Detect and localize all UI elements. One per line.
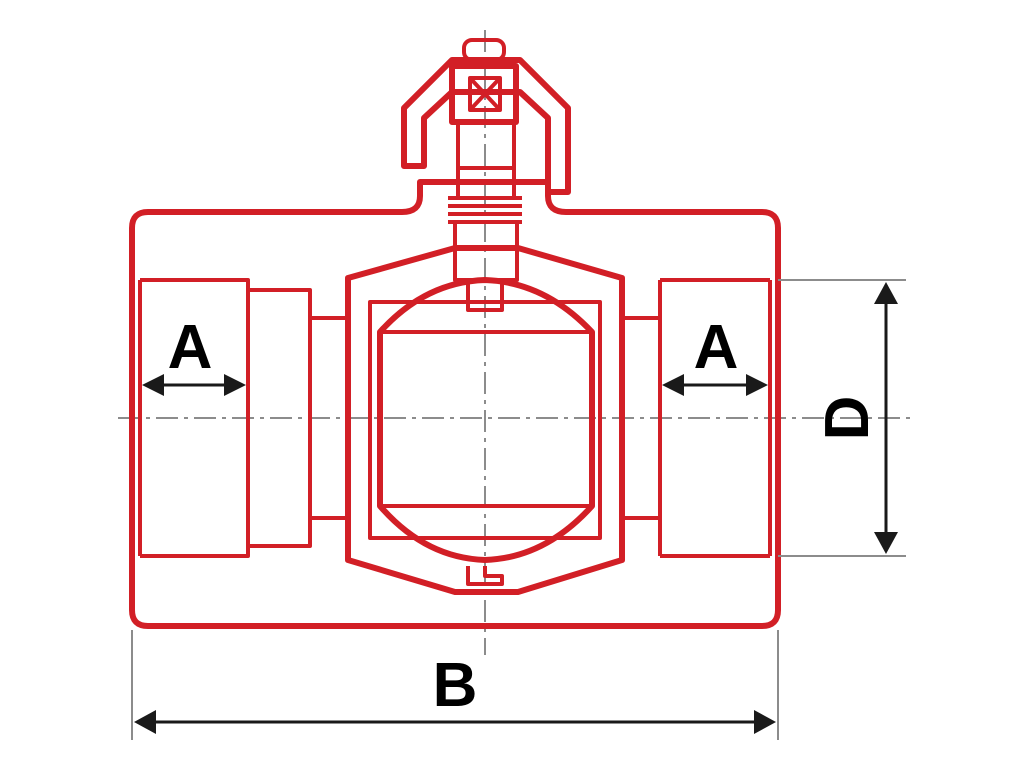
handle-stem-body xyxy=(456,120,516,170)
dim-d-arrow-bottom xyxy=(874,532,898,554)
right-passage xyxy=(622,316,660,520)
ball-bore xyxy=(380,330,592,508)
dim-a-right-label: A xyxy=(694,313,739,382)
dim-d-arrow-top xyxy=(874,282,898,304)
ball-slot-bottom xyxy=(466,566,504,586)
dim-a-right-arrow-start xyxy=(662,374,684,396)
right-bore xyxy=(658,278,772,558)
dim-b-arrow-start xyxy=(134,710,156,734)
handle-square xyxy=(468,76,502,112)
left-seat-ring xyxy=(246,288,312,548)
dim-d-label: D xyxy=(813,396,882,441)
dim-a-right-arrow-end xyxy=(746,374,768,396)
square-cross xyxy=(468,76,502,112)
dim-b-arrow-end xyxy=(754,710,776,734)
dim-a-left-arrow-start xyxy=(142,374,164,396)
inner-chamber xyxy=(368,300,602,540)
dim-a-left-label: A xyxy=(168,313,213,382)
dim-a-left-arrow-end xyxy=(224,374,246,396)
valve-handle xyxy=(401,57,571,195)
left-passage xyxy=(310,316,348,520)
handle-cap xyxy=(462,38,506,62)
center-hex-body xyxy=(345,245,625,595)
dim-b-label: B xyxy=(433,651,478,720)
valve-body-outline xyxy=(129,179,781,629)
